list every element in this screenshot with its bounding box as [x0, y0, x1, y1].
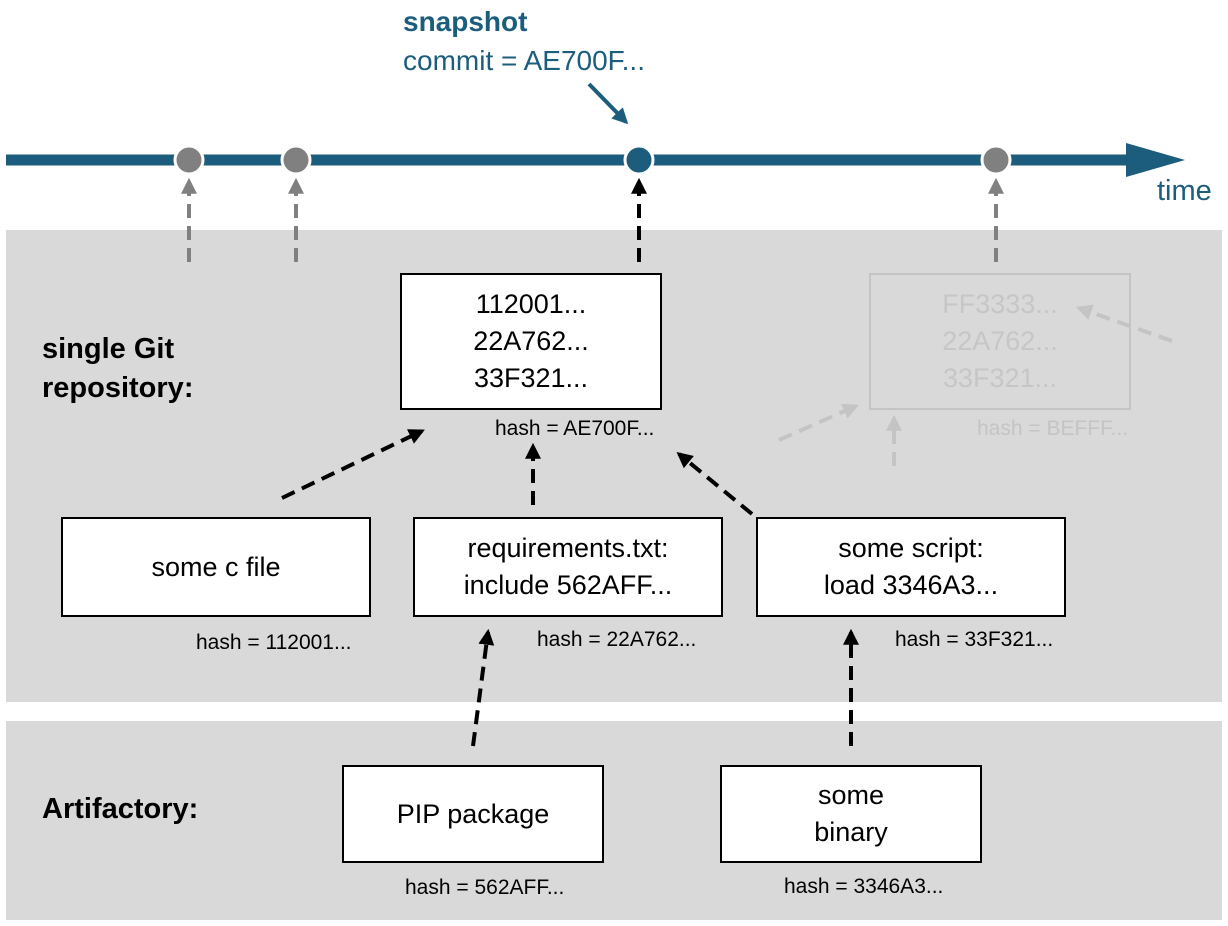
commit-dot: [980, 144, 1012, 176]
ghost-arrow: [778, 403, 859, 442]
artifactory-label: Artifactory:: [42, 793, 199, 825]
file-line: load 3346A3...: [823, 570, 999, 600]
git-repository-label: single Git repository:: [42, 330, 193, 408]
tree-entry: FF3333...: [942, 289, 1058, 319]
file-line: requirements.txt:: [467, 533, 669, 563]
file-line: some script:: [838, 533, 984, 563]
commit-dot: [280, 144, 312, 176]
timeline-arrowhead: [1126, 143, 1185, 177]
binary-hash-label: hash = 3346A3...: [784, 875, 944, 898]
script-to-tree-arrow: [676, 451, 754, 516]
tree-entry: 22A762...: [942, 326, 1058, 356]
pip-package-box: PIP package: [342, 765, 604, 863]
tree-entry: 33F321...: [473, 363, 589, 393]
commit-dot: [173, 144, 205, 176]
snapshot-pointer-arrow: [587, 82, 629, 125]
snapshot-title: snapshot: [403, 6, 528, 37]
requirements-file-box: requirements.txt: include 562AFF...: [413, 517, 723, 617]
git-label-line: single Git: [42, 333, 175, 365]
snapshot-commit-label: commit = AE700F...: [403, 45, 645, 76]
ghost-commit-hash-label: hash = BEFFF...: [977, 417, 1129, 440]
file-line: some c file: [151, 551, 281, 582]
c-file-to-tree-arrow: [281, 429, 425, 500]
ghost-arrow: [1075, 304, 1173, 343]
pip-package-hash-label: hash = 562AFF...: [405, 876, 565, 899]
ghost-commit-tree-box: FF3333... 22A762... 33F321...: [869, 273, 1131, 410]
artifact-line: some: [817, 780, 885, 810]
time-axis-label: time: [1157, 175, 1212, 207]
commit-hash-label: hash = AE700F...: [495, 417, 655, 440]
pip-to-requirements-arrow: [471, 628, 495, 747]
artifact-line: PIP package: [396, 798, 550, 829]
c-file-box: some c file: [61, 517, 371, 617]
tree-entry: 22A762...: [473, 326, 589, 356]
snapshot-commit-dot: [623, 144, 655, 176]
binary-box: some binary: [720, 765, 982, 863]
requirements-hash-label: hash = 22A762...: [537, 628, 697, 651]
tree-entry: 112001...: [475, 289, 587, 319]
git-label-line: repository:: [42, 372, 194, 404]
script-file-box: some script: load 3346A3...: [756, 517, 1066, 617]
artifact-line: binary: [814, 817, 888, 847]
c-file-hash-label: hash = 112001...: [196, 631, 352, 654]
commit-tree-box: 112001... 22A762... 33F321...: [400, 273, 662, 410]
tree-entry: 33F321...: [942, 363, 1058, 393]
script-hash-label: hash = 33F321...: [895, 628, 1054, 651]
file-line: include 562AFF...: [463, 570, 673, 600]
artifactory-band: [6, 721, 1222, 920]
